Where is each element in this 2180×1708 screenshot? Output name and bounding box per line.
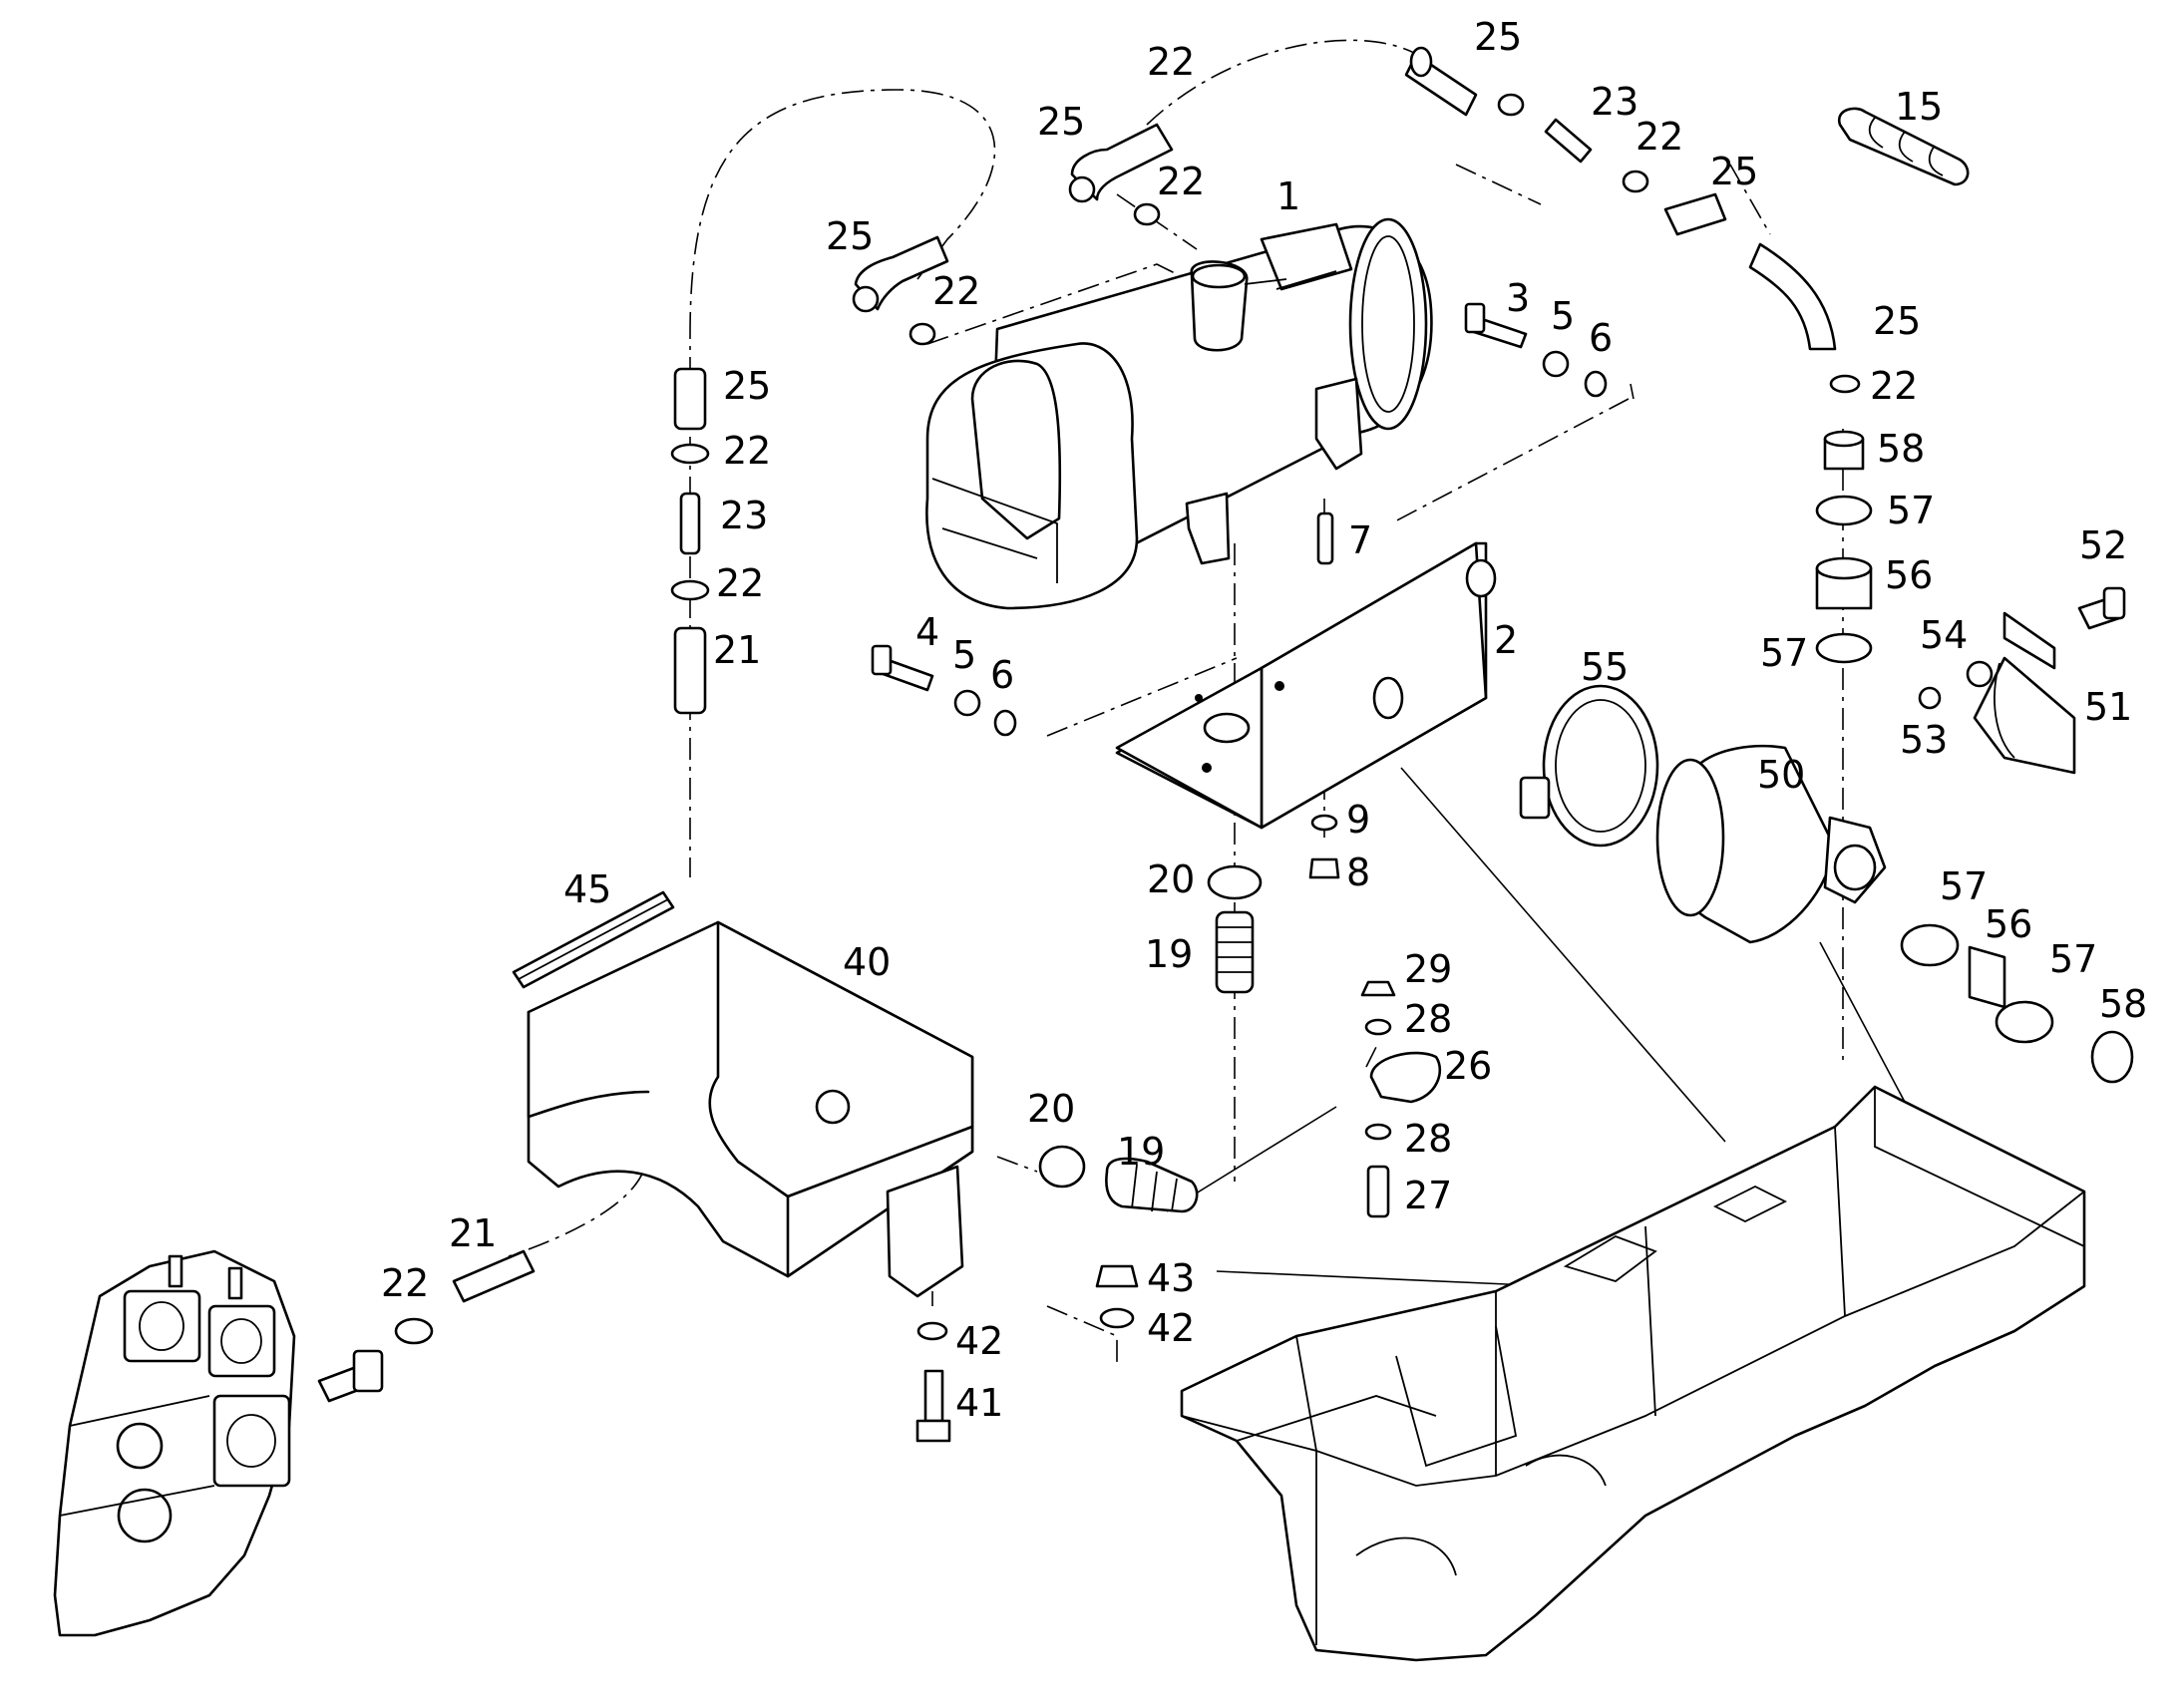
fasteners-tray bbox=[915, 1264, 1139, 1443]
callout-23a: 23 bbox=[1591, 80, 1638, 124]
callout-25c: 25 bbox=[1710, 150, 1758, 193]
callout-45: 45 bbox=[563, 867, 611, 911]
callout-22d: 22 bbox=[932, 269, 980, 313]
callout-22b: 22 bbox=[1635, 115, 1683, 159]
callout-19b: 19 bbox=[1117, 1130, 1165, 1174]
callout-25d: 25 bbox=[826, 214, 874, 258]
hoses-top bbox=[852, 46, 1861, 394]
callout-7: 7 bbox=[1348, 518, 1372, 562]
corrugated-hose bbox=[1038, 864, 1263, 1213]
callout-55: 55 bbox=[1581, 645, 1629, 689]
callout-52: 52 bbox=[2079, 523, 2127, 567]
callout-3: 3 bbox=[1506, 276, 1530, 320]
callout-9: 9 bbox=[1346, 798, 1370, 842]
callout-57d: 57 bbox=[2049, 937, 2097, 981]
callout-22e: 22 bbox=[723, 429, 771, 473]
tractor-frame bbox=[1180, 1085, 2086, 1662]
left-hose-stack bbox=[670, 367, 710, 715]
callout-43: 43 bbox=[1147, 1256, 1195, 1300]
part-50-filter bbox=[1655, 611, 2076, 944]
callout-25a: 25 bbox=[1474, 15, 1522, 59]
callout-6a: 6 bbox=[1589, 316, 1613, 360]
callout-57c: 57 bbox=[1940, 864, 1988, 908]
callout-27: 27 bbox=[1404, 1174, 1452, 1217]
callout-40: 40 bbox=[843, 940, 891, 984]
callout-57b: 57 bbox=[1760, 631, 1808, 675]
callout-20a: 20 bbox=[1147, 857, 1195, 901]
callout-20b: 20 bbox=[1027, 1087, 1075, 1131]
callout-57a: 57 bbox=[1887, 489, 1935, 532]
callout-labels: 1 2 3 4 5 5 6 6 7 8 9 15 19 19 20 20 21 … bbox=[381, 15, 2147, 1425]
callout-56b: 56 bbox=[1985, 902, 2032, 946]
callout-41: 41 bbox=[955, 1381, 1003, 1425]
part-1-heater bbox=[925, 217, 1433, 610]
callout-22h: 22 bbox=[381, 1261, 429, 1305]
parts-52-54 bbox=[1918, 586, 2126, 710]
right-hose-stack bbox=[1815, 430, 2134, 1084]
callout-21a: 21 bbox=[713, 628, 761, 672]
callout-22g: 22 bbox=[1870, 364, 1918, 408]
callout-2: 2 bbox=[1494, 618, 1518, 662]
callout-28b: 28 bbox=[1404, 1117, 1452, 1161]
part-40-tray bbox=[512, 890, 974, 1298]
callout-19a: 19 bbox=[1145, 932, 1193, 976]
callout-29: 29 bbox=[1404, 947, 1452, 991]
callout-23b: 23 bbox=[720, 494, 768, 537]
callout-26: 26 bbox=[1444, 1044, 1492, 1088]
callout-8: 8 bbox=[1346, 851, 1370, 894]
callout-51: 51 bbox=[2084, 685, 2132, 729]
callout-54: 54 bbox=[1920, 613, 1968, 657]
callout-21b: 21 bbox=[449, 1211, 497, 1255]
callout-6b: 6 bbox=[990, 653, 1014, 697]
callout-15: 15 bbox=[1895, 85, 1943, 129]
callout-5b: 5 bbox=[952, 633, 976, 677]
callout-1: 1 bbox=[1276, 174, 1300, 218]
callout-56a: 56 bbox=[1885, 553, 1933, 597]
callout-50: 50 bbox=[1757, 753, 1805, 797]
callout-22f: 22 bbox=[716, 561, 764, 605]
clamp-stack-26 bbox=[1360, 980, 1442, 1218]
callout-42a: 42 bbox=[955, 1319, 1003, 1363]
callout-42b: 42 bbox=[1147, 1306, 1195, 1350]
part-2-bracket bbox=[1115, 541, 1497, 830]
callout-25b: 25 bbox=[1037, 100, 1085, 144]
engine-fragment bbox=[53, 1249, 384, 1637]
callout-28a: 28 bbox=[1404, 997, 1452, 1041]
callout-58b: 58 bbox=[2099, 982, 2147, 1026]
part-55-band bbox=[1519, 684, 1659, 848]
part-15-spiral bbox=[1837, 107, 1970, 186]
callout-4: 4 bbox=[915, 610, 939, 654]
callout-25e: 25 bbox=[1873, 299, 1921, 343]
callout-25f: 25 bbox=[723, 364, 771, 408]
callout-22c: 22 bbox=[1157, 160, 1205, 203]
callout-5a: 5 bbox=[1551, 294, 1575, 338]
callout-53: 53 bbox=[1900, 718, 1948, 762]
callout-58a: 58 bbox=[1877, 427, 1925, 471]
fasteners bbox=[871, 302, 1608, 879]
lower-hose bbox=[394, 1249, 536, 1345]
callout-22a: 22 bbox=[1147, 40, 1195, 84]
